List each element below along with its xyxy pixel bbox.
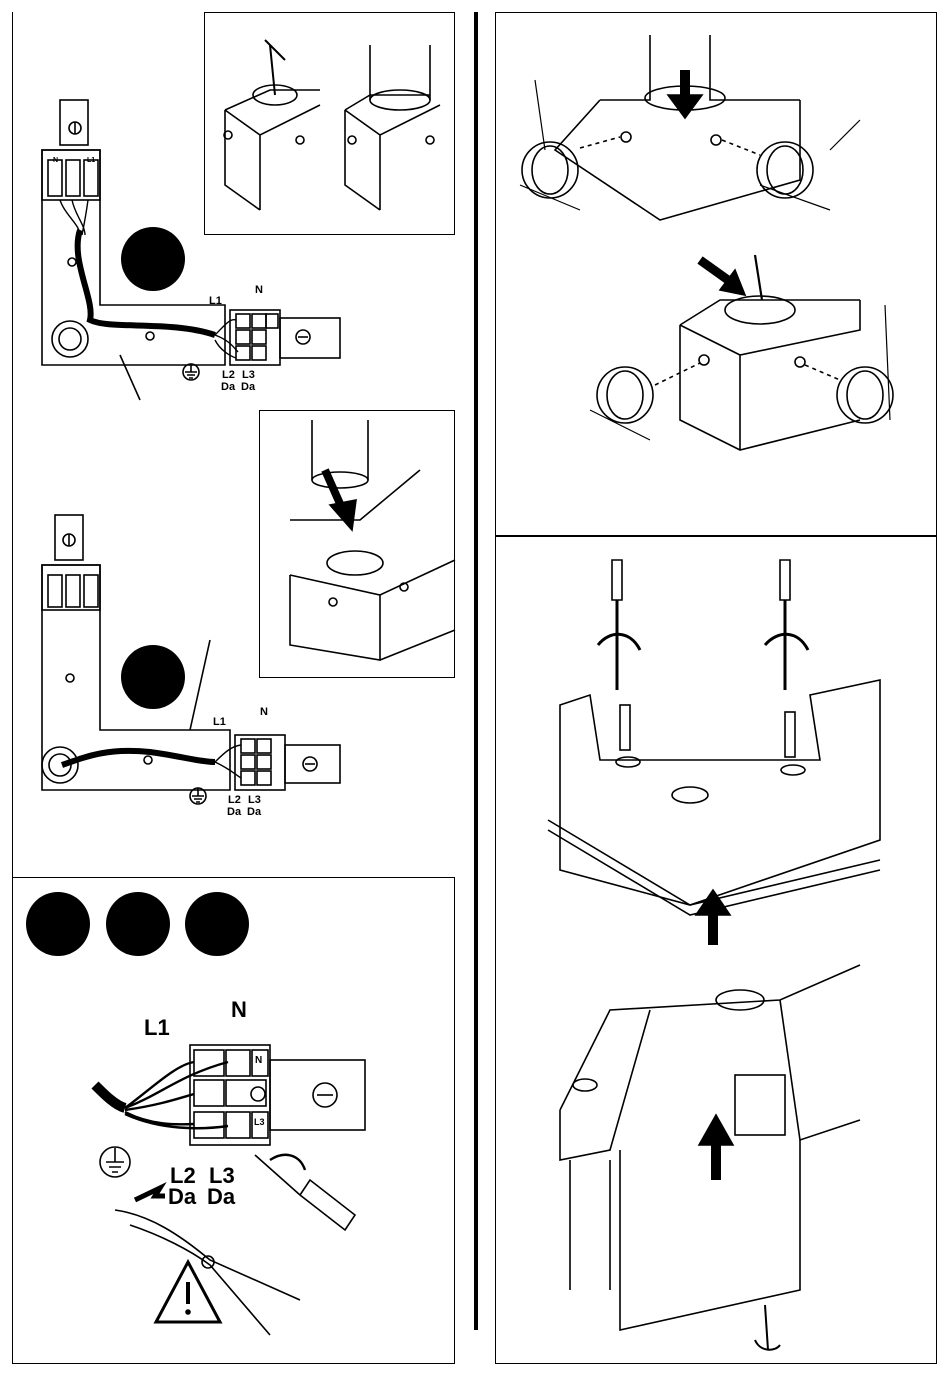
profile-mount-drawing xyxy=(548,680,880,915)
label-da: Da xyxy=(241,382,255,393)
track-drawing xyxy=(560,965,860,1350)
label-n: N xyxy=(231,999,247,1021)
label-da: Da xyxy=(168,1186,196,1208)
label-n: N xyxy=(255,285,263,296)
terminal-mark-l3: L3 xyxy=(254,1118,265,1127)
label-l3: L3 xyxy=(242,370,255,381)
rotate-arrow-icon xyxy=(598,634,808,650)
label-l2: L2 xyxy=(228,795,241,806)
arrow-down-icon xyxy=(325,70,745,530)
label-l1: L1 xyxy=(144,1017,170,1039)
label-da: Da xyxy=(221,382,235,393)
l-bracket-middle xyxy=(42,515,340,790)
label-n: N xyxy=(260,707,268,718)
label-l2: L2 xyxy=(222,370,235,381)
ground-symbol-icon xyxy=(183,364,206,804)
terminal-mark-n: N xyxy=(255,1056,262,1066)
inset-socket-drawing xyxy=(290,420,455,660)
inset-box-drawings xyxy=(224,40,440,210)
label-l3: L3 xyxy=(248,795,261,806)
terminal-mark-l1: L1 xyxy=(87,157,95,164)
l-bracket-top xyxy=(42,100,340,400)
label-l1: L1 xyxy=(213,717,226,728)
label-da: Da xyxy=(207,1186,235,1208)
screwdriver-icon xyxy=(612,560,790,690)
label-da: Da xyxy=(247,807,261,818)
terminal-mark-n: N xyxy=(53,157,58,164)
base-assembly-top xyxy=(520,35,860,220)
label-l1: L1 xyxy=(209,296,222,307)
arrow-right-icon xyxy=(135,1188,165,1200)
label-da: Da xyxy=(227,807,241,818)
ground-symbol-icon xyxy=(100,1147,130,1177)
arrow-up-icon xyxy=(696,890,733,1180)
warning-triangle-icon xyxy=(156,1262,220,1322)
